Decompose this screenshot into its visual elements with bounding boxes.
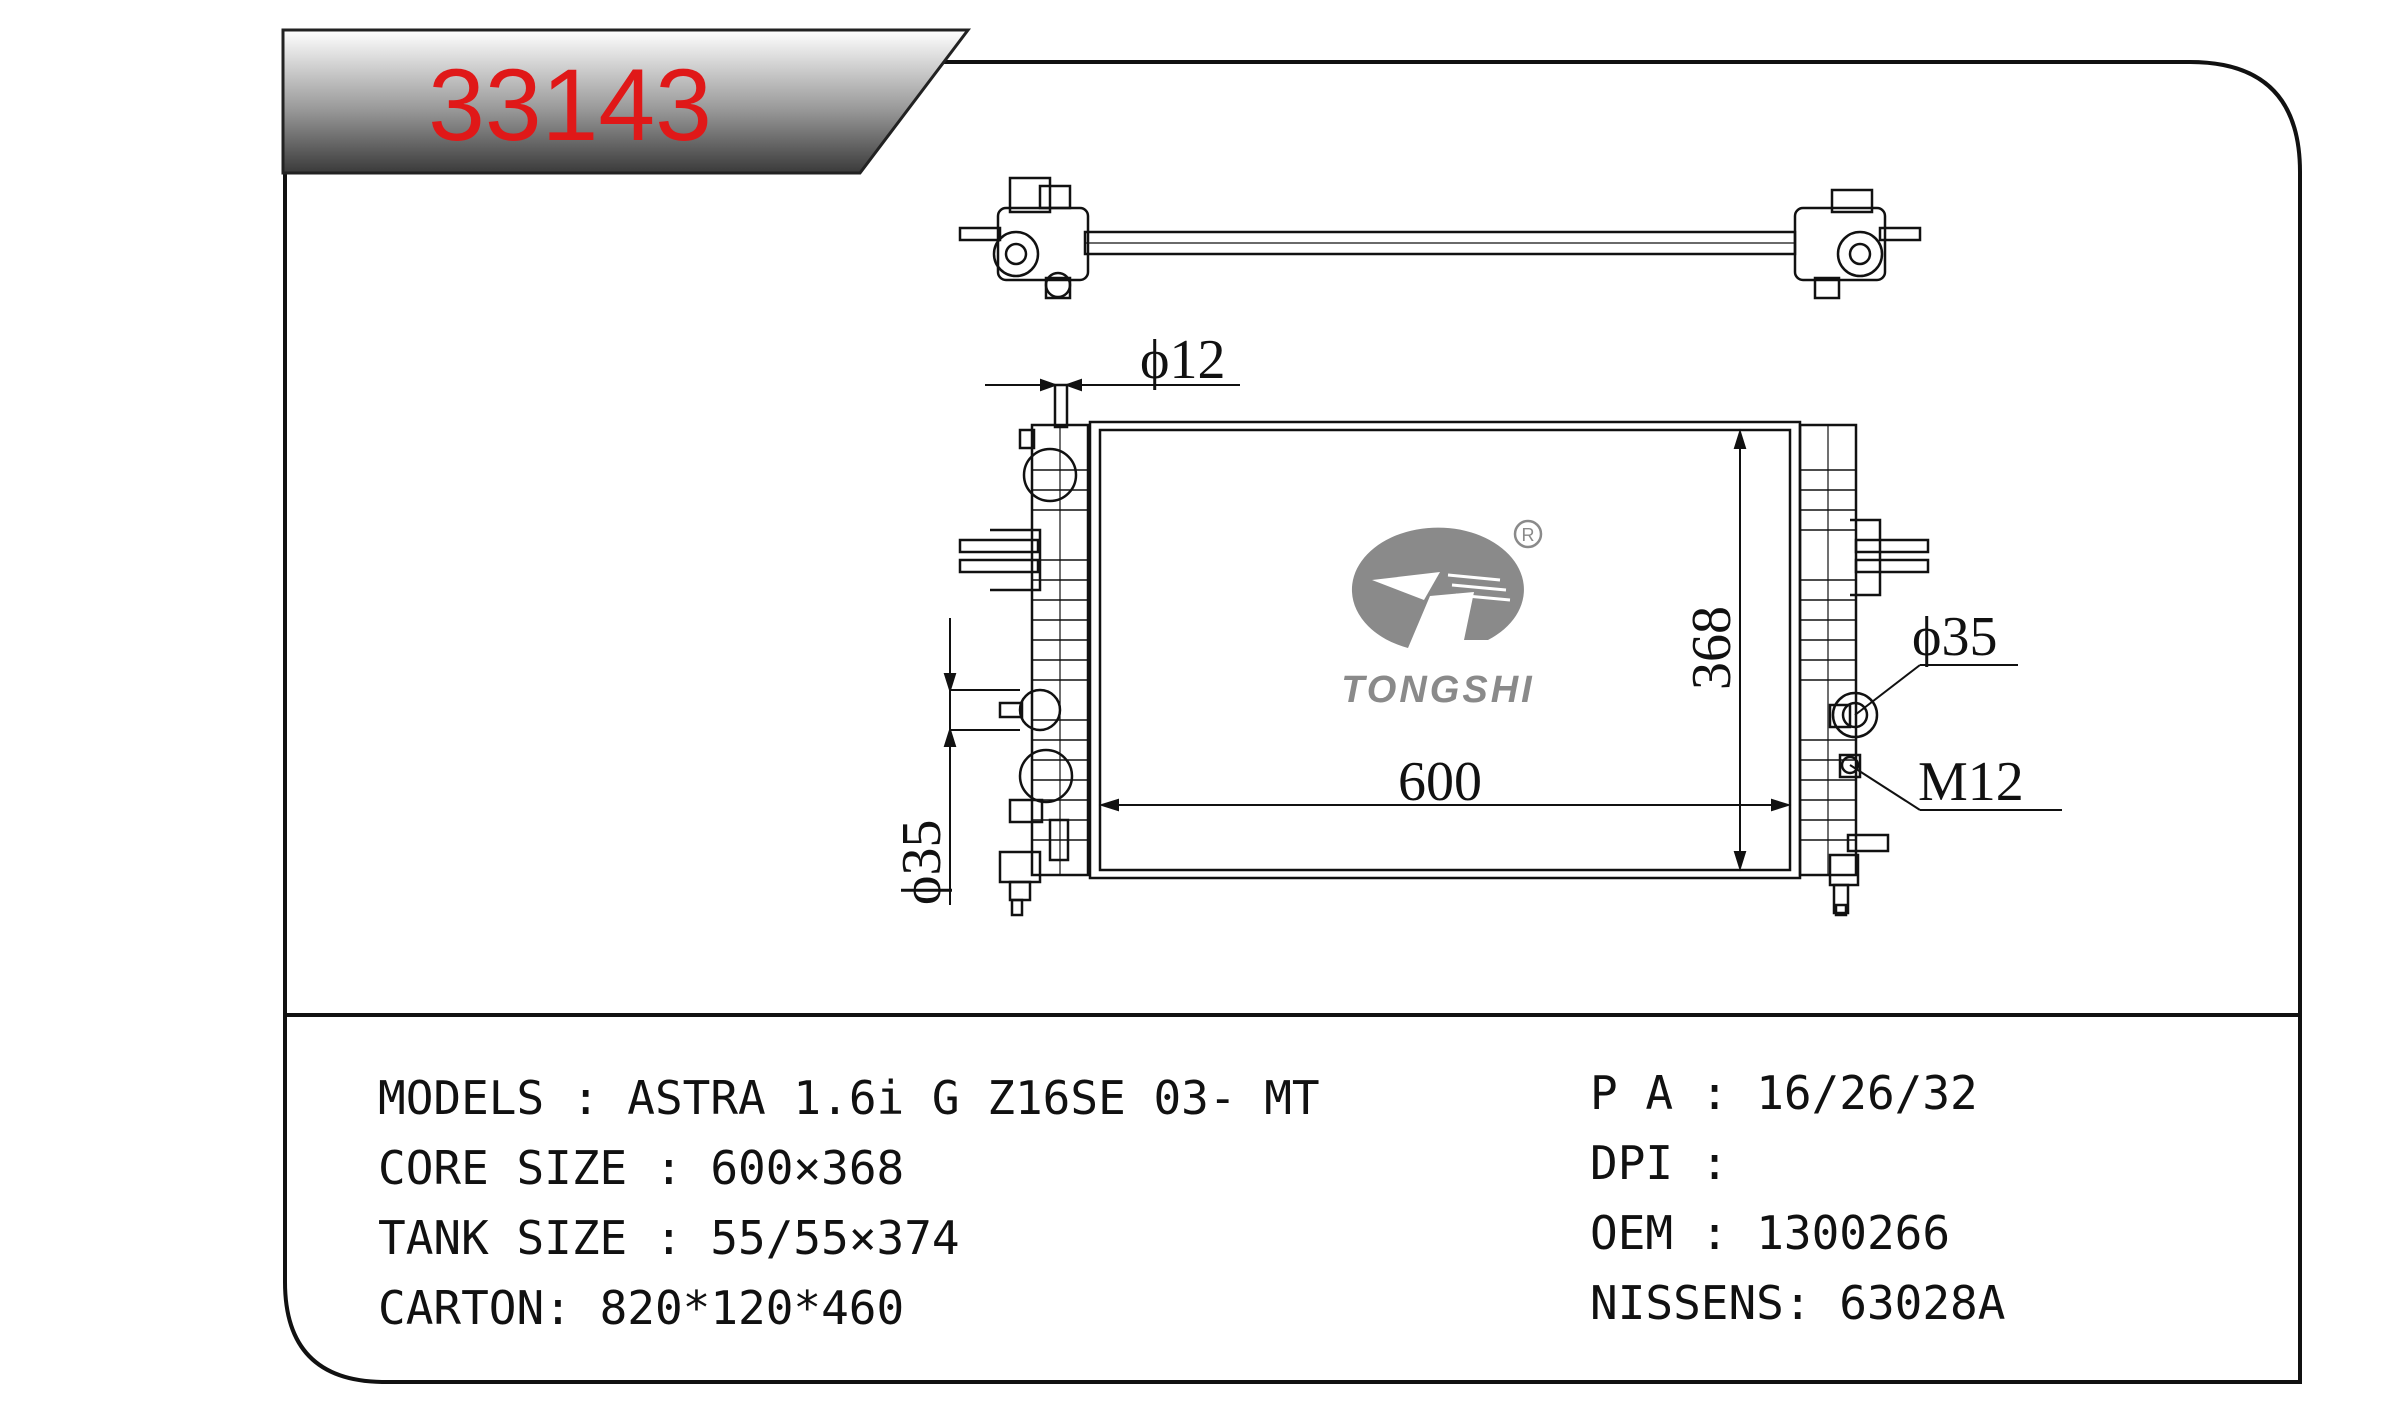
core-height-label: 368: [1681, 606, 1743, 690]
title-banner: 33143: [281, 28, 972, 175]
spec-row-tank-size: TANK SIZE : 55/55×374: [378, 1211, 960, 1265]
dimension-labels: ϕ12 368 600 ϕ35 ϕ35 M12: [891, 329, 2024, 905]
spec-row-carton: CARTON: 820*120*460: [378, 1281, 905, 1335]
spec-label: NISSENS: [1590, 1276, 1784, 1330]
registered-mark-icon: [1513, 519, 1543, 549]
spec-label: DPI: [1590, 1136, 1674, 1190]
spec-label: CORE SIZE: [378, 1141, 628, 1195]
spec-label: TANK SIZE: [378, 1211, 628, 1265]
brand-name: TONGSHI: [1341, 669, 1534, 711]
spec-value: ASTRA 1.6i G Z16SE 03- MT: [627, 1071, 1320, 1125]
spec-row-oem: OEM : 1300266: [1590, 1206, 1951, 1260]
spec-label: P A: [1590, 1066, 1674, 1120]
core-width-label: 600: [1398, 751, 1482, 813]
outlet-diameter-label: ϕ35: [1912, 606, 1997, 668]
spec-label: OEM: [1590, 1206, 1674, 1260]
radiator-front-view: [958, 383, 1930, 917]
spec-row-core-size: CORE SIZE : 600×368: [378, 1141, 905, 1195]
part-number: 33143: [428, 48, 712, 162]
spec-value: 55/55×374: [710, 1211, 960, 1265]
spec-value: 600×368: [710, 1141, 905, 1195]
thread-label: M12: [1918, 751, 2024, 813]
spec-row-dpi: DPI :: [1590, 1136, 1757, 1190]
spec-label: MODELS: [378, 1071, 545, 1125]
spec-row-pa: P A : 16/26/32: [1590, 1066, 1978, 1120]
tongshi-logo: R TONGSHI: [1341, 519, 1543, 711]
registered-mark: R: [1522, 525, 1535, 545]
spec-value: 16/26/32: [1756, 1066, 1978, 1120]
spec-label: CARTON: [378, 1281, 545, 1335]
inlet-diameter-label: ϕ12: [1140, 329, 1225, 391]
radiator-top-view: [958, 176, 1922, 300]
dimensions: [943, 378, 2062, 905]
spec-value: 1300266: [1756, 1206, 1951, 1260]
sheet-frame: [283, 60, 2302, 1384]
spec-value: 63028A: [1839, 1276, 2006, 1330]
spec-value: 820*120*460: [599, 1281, 905, 1335]
spec-row-nissens: NISSENS: 63028A: [1590, 1276, 2006, 1330]
left-pipe-diameter-label: ϕ35: [891, 820, 953, 905]
spec-row-models: MODELS : ASTRA 1.6i G Z16SE 03- MT: [378, 1071, 1320, 1125]
